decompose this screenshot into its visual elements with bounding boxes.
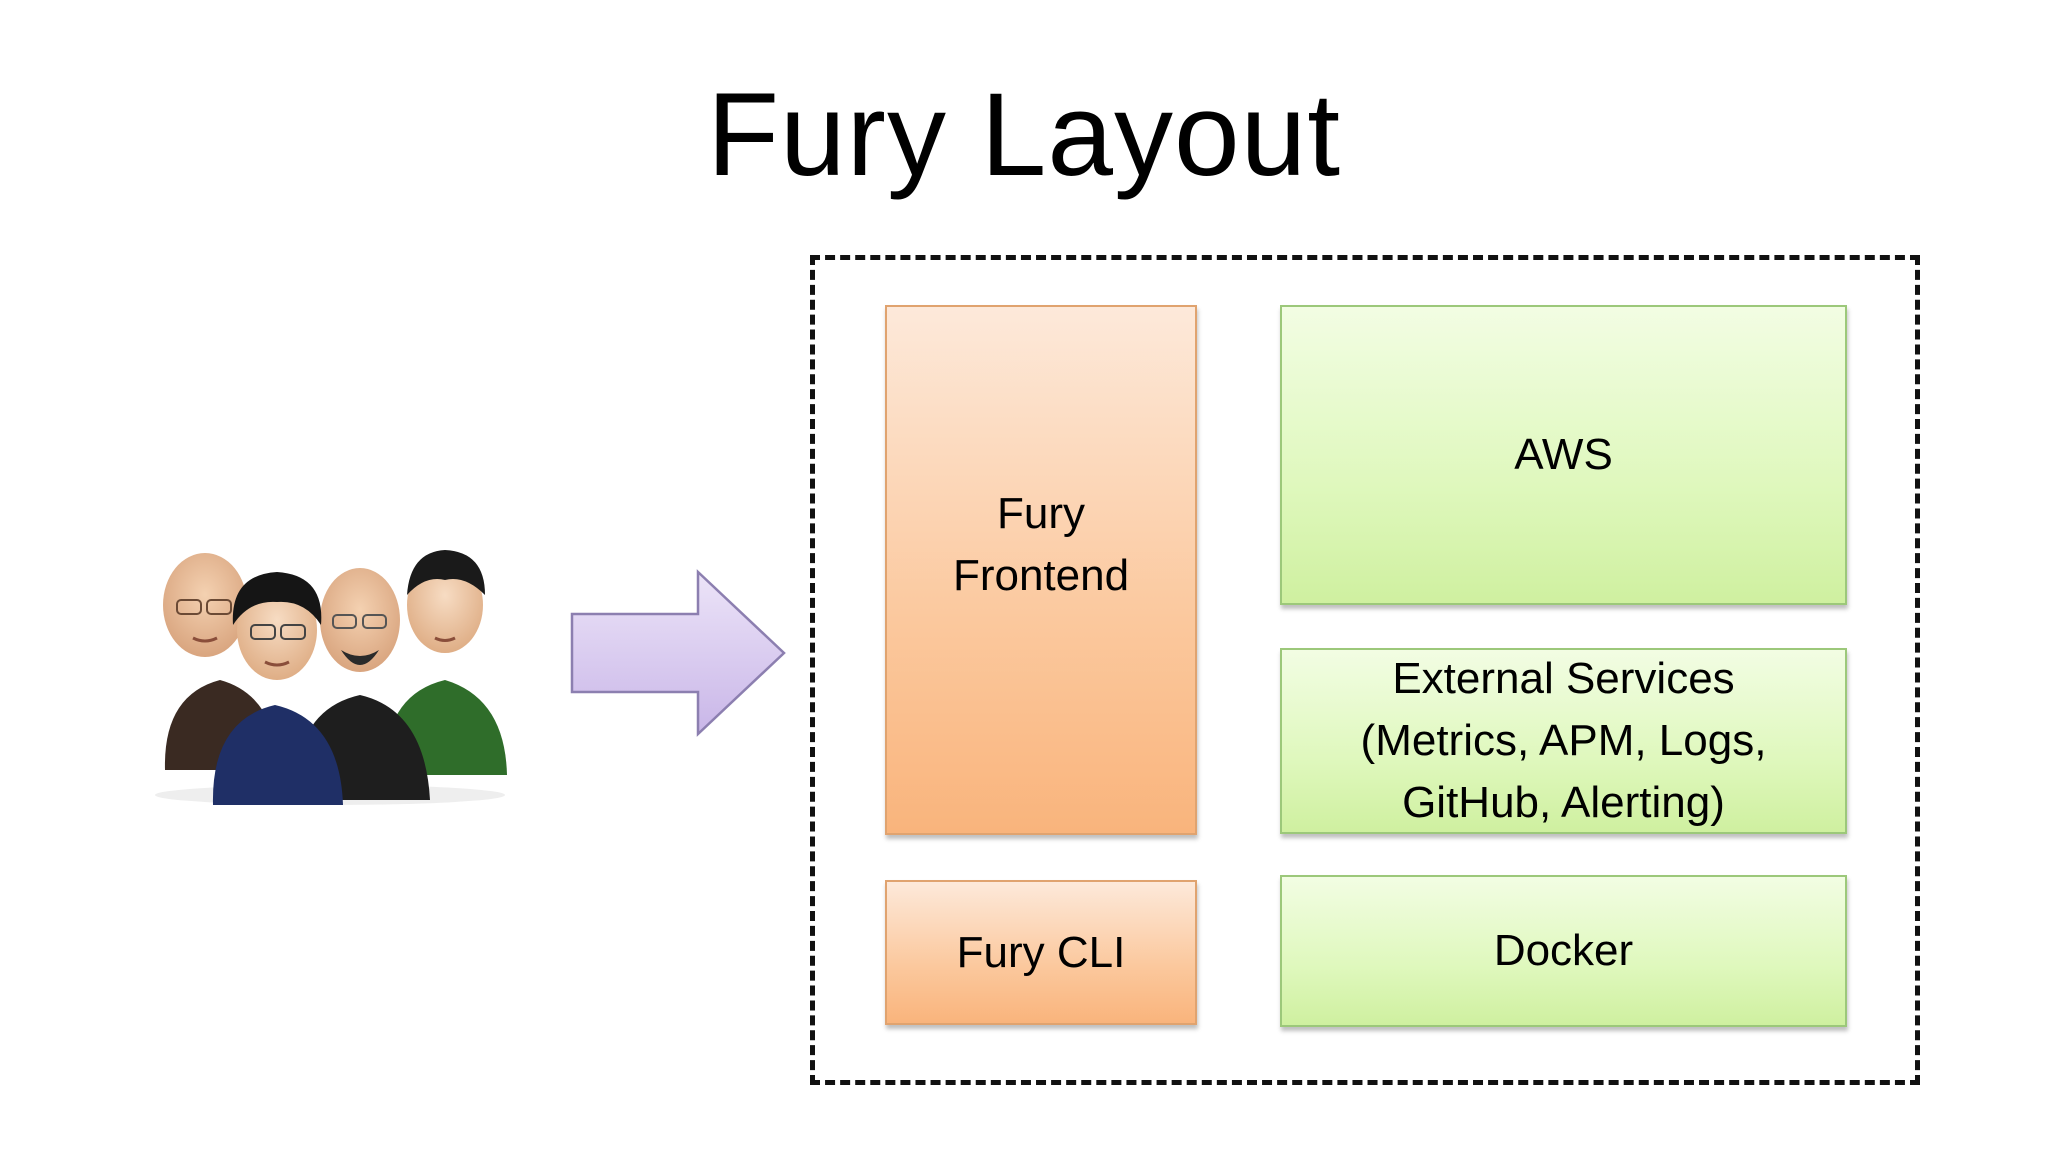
fury-frontend-box: Fury Frontend <box>885 305 1197 835</box>
fury-system-boundary: Fury Frontend Fury CLI AWS External Serv… <box>810 255 1920 1085</box>
external-services-label: External Services (Metrics, APM, Logs, G… <box>1360 654 1767 827</box>
right-arrow-icon <box>570 569 786 737</box>
fury-cli-box: Fury CLI <box>885 880 1197 1025</box>
aws-box: AWS <box>1280 305 1847 605</box>
docker-label: Docker <box>1493 926 1634 975</box>
docker-box: Docker <box>1280 875 1847 1027</box>
slide-title: Fury Layout <box>706 69 1342 201</box>
team-of-developers-icon <box>155 550 507 805</box>
external-services-box: External Services (Metrics, APM, Logs, G… <box>1280 648 1847 834</box>
aws-label: AWS <box>1514 430 1613 479</box>
fury-cli-label: Fury CLI <box>956 927 1126 977</box>
fury-frontend-label: Fury Frontend <box>952 489 1130 600</box>
